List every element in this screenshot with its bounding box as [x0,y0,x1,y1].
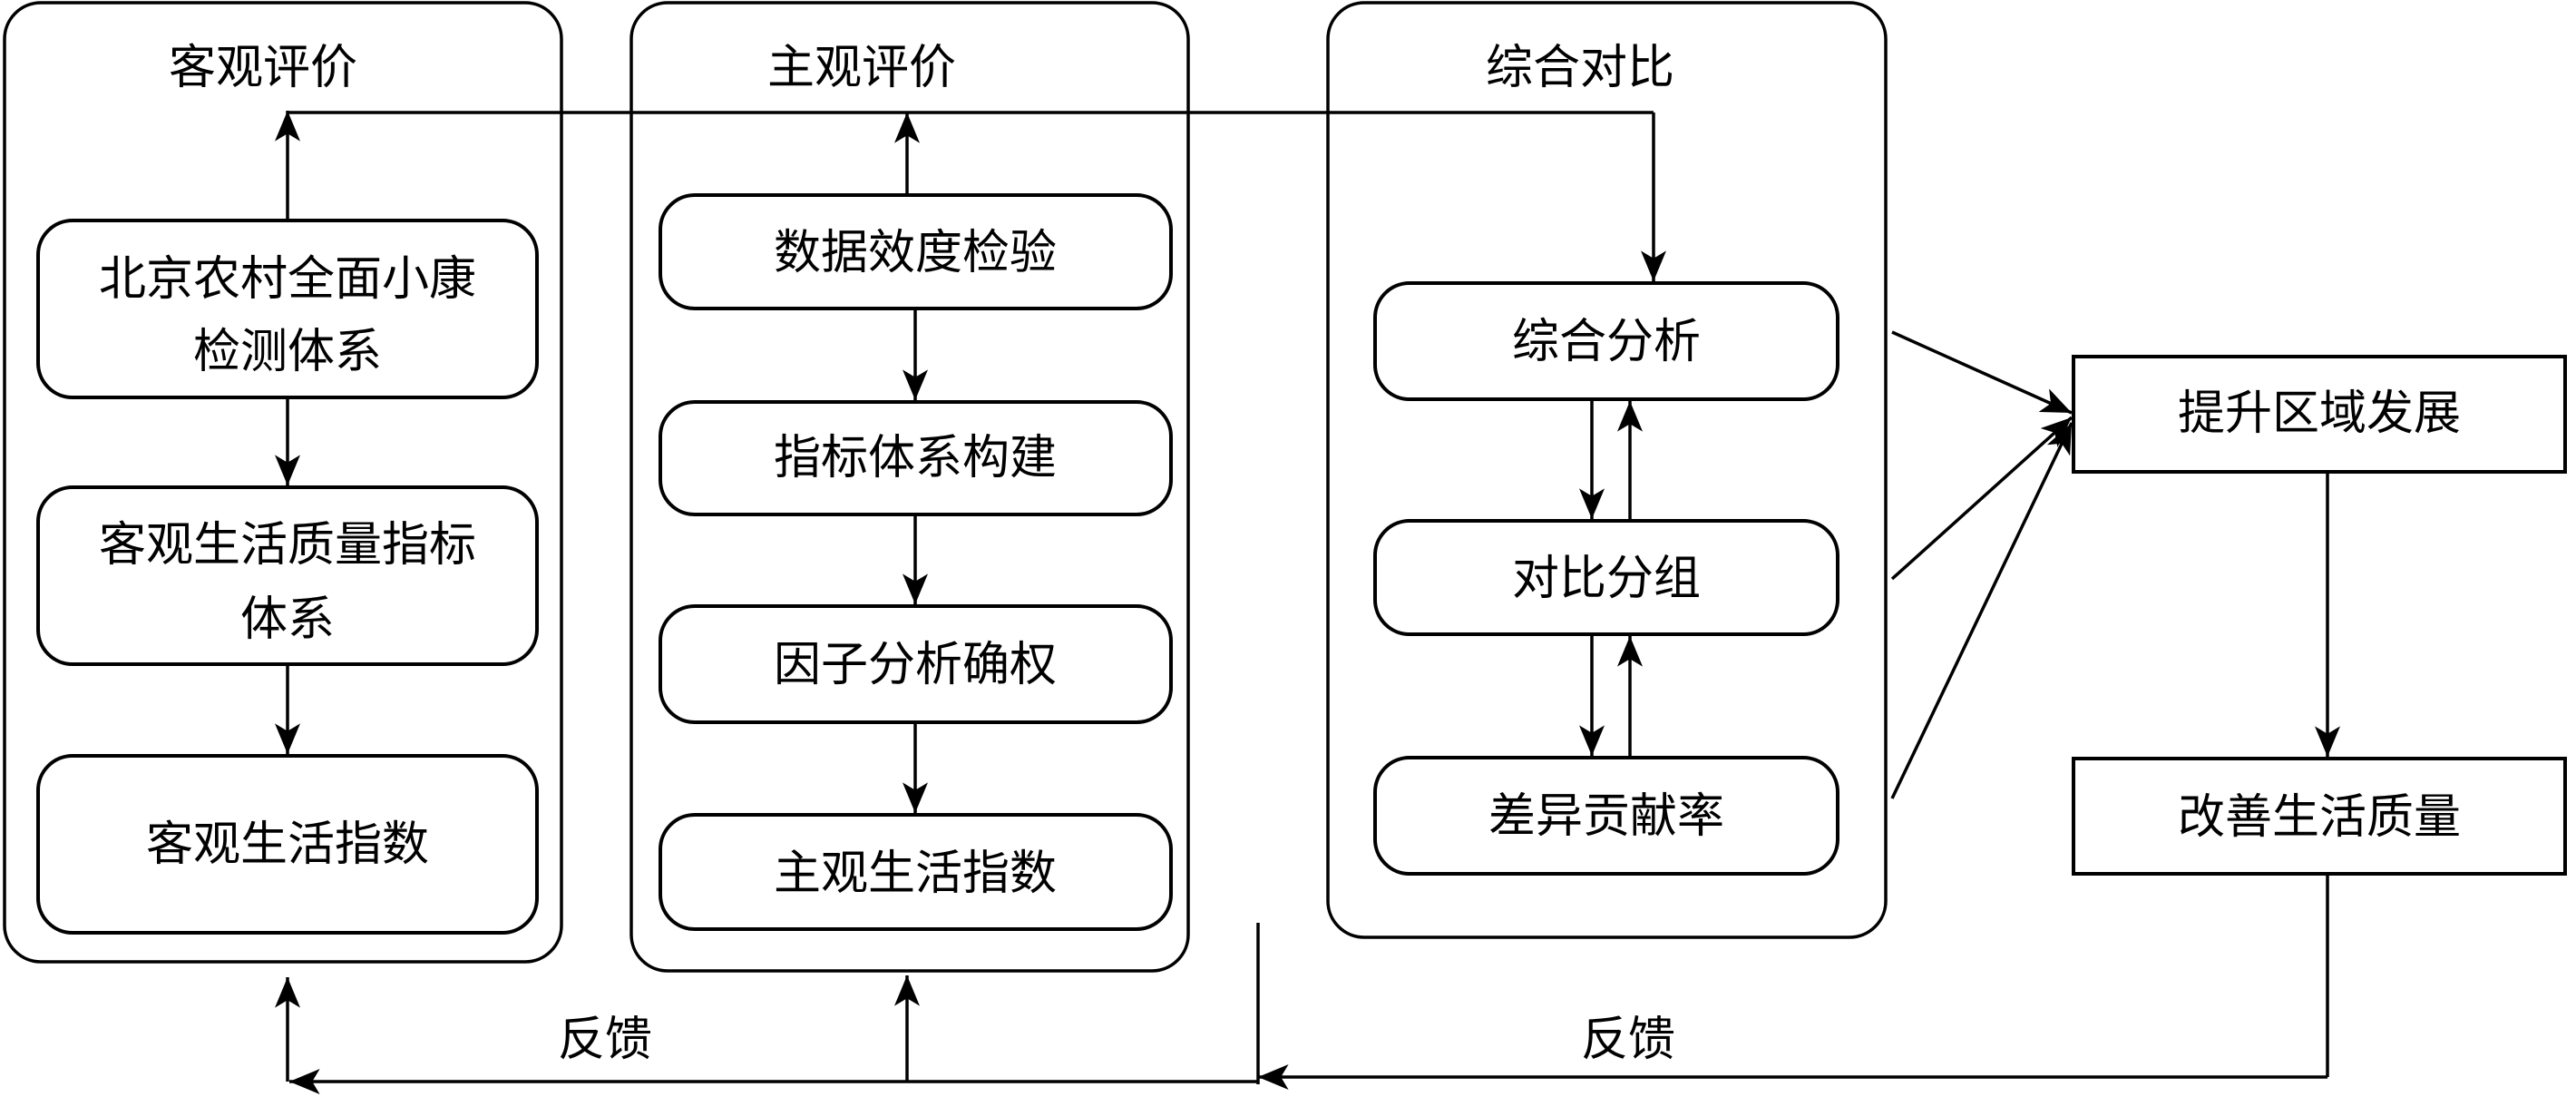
box-difference-contribution [1373,756,1839,876]
box-objective-indicator-line1: 客观生活质量指标 [99,518,476,573]
box-data-validity-label: 数据效度检验 [774,226,1057,280]
box-monitoring-system-line2: 检测体系 [193,325,382,379]
panel-title-objective: 客观评价 [169,41,357,95]
box-regional-development [2072,355,2567,474]
feedback-label-right: 反馈 [1581,1013,1675,1067]
box-regional-development-label: 提升区域发展 [2178,387,2461,441]
box-objective-indicator-line2: 体系 [240,593,335,647]
feedback-label-left: 反馈 [558,1013,652,1067]
box-objective-life-index-label: 客观生活指数 [146,818,429,872]
arrow-panel-to-development-3 [1890,422,2073,799]
box-subjective-life-index [659,813,1173,931]
box-comprehensive-analysis-label: 综合分析 [1512,315,1701,369]
arrow-panel-to-development-2 [1890,416,2073,581]
box-comprehensive-analysis [1373,281,1839,401]
box-difference-contribution-label: 差异贡献率 [1488,789,1724,844]
box-comparison-grouping [1373,519,1839,636]
panel-title-subjective: 主观评价 [767,41,956,95]
panel-title-comparison: 综合对比 [1486,41,1674,95]
box-life-quality [2072,757,2567,876]
box-life-quality-label: 改善生活质量 [2178,790,2461,845]
arrow-panel-to-development-1 [1891,330,2073,415]
box-comparison-grouping-label: 对比分组 [1512,552,1701,606]
box-subjective-life-index-label: 主观生活指数 [774,847,1057,901]
box-objective-life-index [36,754,539,935]
box-monitoring-system-line1: 北京农村全面小康 [99,252,476,307]
box-indicator-construction-label: 指标体系构建 [774,431,1057,485]
box-factor-weighting-label: 因子分析确权 [774,638,1057,692]
panel-comparison [1326,1,1888,939]
